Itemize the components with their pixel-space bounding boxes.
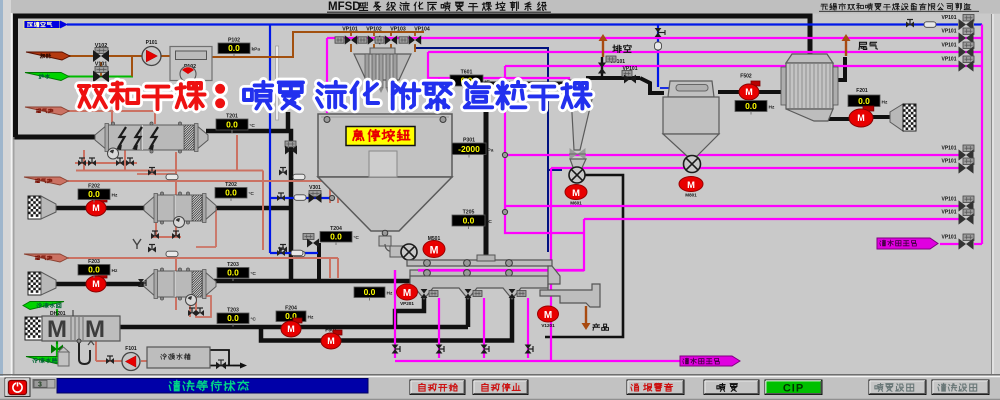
svg-text:T601: T601: [461, 70, 473, 76]
svg-text:M801: M801: [685, 193, 697, 198]
svg-text:VP101: VP101: [342, 27, 358, 33]
svg-text:VP101: VP101: [941, 43, 956, 49]
svg-text:VP101: VP101: [941, 210, 956, 216]
svg-text:M: M: [287, 324, 295, 334]
svg-text:°C: °C: [354, 235, 360, 241]
svg-text:F204: F204: [285, 306, 297, 312]
svg-text:0.0: 0.0: [330, 232, 342, 242]
svg-text:M: M: [745, 87, 753, 97]
svg-text:M601: M601: [570, 201, 582, 206]
svg-text:VP101: VP101: [610, 59, 625, 65]
svg-text:kPa: kPa: [252, 47, 261, 53]
svg-text:VP101: VP101: [941, 197, 956, 203]
svg-text:°C: °C: [485, 79, 491, 85]
svg-text:0.0: 0.0: [858, 96, 870, 106]
svg-text:V301: V301: [309, 185, 321, 191]
svg-text:M: M: [92, 203, 100, 213]
svg-text:T204: T204: [330, 226, 342, 232]
svg-text:MFSD: MFSD: [328, 1, 361, 13]
svg-text:0.0: 0.0: [285, 311, 297, 321]
svg-text:°C: °C: [250, 123, 256, 129]
svg-text:0.0: 0.0: [88, 189, 100, 199]
svg-text:Hz: Hz: [769, 105, 775, 111]
svg-text:P102: P102: [228, 38, 240, 44]
svg-text:VP101: VP101: [941, 57, 956, 63]
svg-text:Hz: Hz: [112, 193, 118, 199]
svg-text:0.0: 0.0: [227, 313, 239, 323]
svg-text:0.0: 0.0: [463, 216, 475, 226]
svg-text:Hz: Hz: [387, 291, 393, 297]
svg-text:M: M: [85, 316, 105, 343]
svg-text:Hz: Hz: [308, 315, 314, 321]
svg-text:Hz: Hz: [882, 100, 888, 106]
svg-text:M: M: [47, 316, 67, 343]
svg-text:V102: V102: [95, 43, 108, 49]
svg-text:M: M: [687, 179, 695, 190]
svg-text:0.0: 0.0: [225, 188, 237, 198]
svg-text:T202: T202: [225, 182, 237, 188]
svg-text:F201: F201: [856, 88, 868, 94]
svg-text:0.0: 0.0: [745, 101, 757, 111]
svg-text:°C: °C: [251, 317, 257, 323]
svg-text:M: M: [572, 187, 580, 198]
svg-text:0.0: 0.0: [227, 268, 239, 278]
svg-text:F202: F202: [88, 184, 100, 190]
svg-text:°C: °C: [251, 271, 257, 277]
svg-text:F203: F203: [88, 259, 100, 265]
svg-text:VP201: VP201: [400, 301, 414, 306]
svg-text:VP101: VP101: [941, 15, 956, 21]
svg-text:°C: °C: [249, 191, 255, 197]
svg-text:3: 3: [38, 382, 42, 389]
svg-text:P301: P301: [463, 138, 475, 144]
svg-text:M: M: [327, 336, 335, 346]
svg-text:Pa: Pa: [488, 148, 494, 154]
svg-text:-2000: -2000: [458, 144, 480, 154]
svg-text:VP101: VP101: [622, 66, 637, 72]
svg-text:0.0: 0.0: [364, 287, 376, 297]
svg-text:Hz: Hz: [112, 268, 118, 274]
svg-text:T201: T201: [226, 114, 238, 120]
svg-text:M: M: [430, 244, 439, 256]
svg-text:T203: T203: [227, 308, 239, 314]
svg-text:V1201: V1201: [541, 323, 555, 328]
svg-text:VP101: VP101: [941, 235, 956, 241]
svg-text:0.0: 0.0: [88, 265, 100, 275]
svg-text:T205: T205: [463, 210, 475, 216]
svg-text:F601: F601: [325, 328, 337, 334]
svg-text:T203: T203: [227, 262, 239, 268]
svg-text:0.0: 0.0: [228, 43, 240, 53]
svg-text:°C: °C: [487, 219, 493, 225]
svg-text:M: M: [544, 310, 552, 321]
svg-text:V101: V101: [95, 62, 108, 68]
svg-text:VP104: VP104: [414, 27, 430, 33]
svg-text:DH201: DH201: [50, 311, 66, 317]
svg-text:P101: P101: [146, 40, 158, 46]
svg-text:VP103: VP103: [390, 27, 406, 33]
svg-text:M: M: [857, 113, 865, 123]
svg-text:VP101: VP101: [941, 159, 956, 165]
svg-text:F101: F101: [125, 346, 137, 352]
svg-text:F502: F502: [740, 74, 752, 80]
svg-text:M: M: [403, 288, 411, 299]
svg-text:M: M: [92, 279, 100, 289]
svg-text:CIP: CIP: [783, 383, 804, 395]
svg-text:VP102: VP102: [366, 27, 382, 33]
svg-text:M501: M501: [428, 236, 441, 242]
svg-text:0.0: 0.0: [226, 120, 238, 130]
svg-text:VP101: VP101: [941, 146, 956, 152]
svg-text:VP101: VP101: [941, 29, 956, 35]
